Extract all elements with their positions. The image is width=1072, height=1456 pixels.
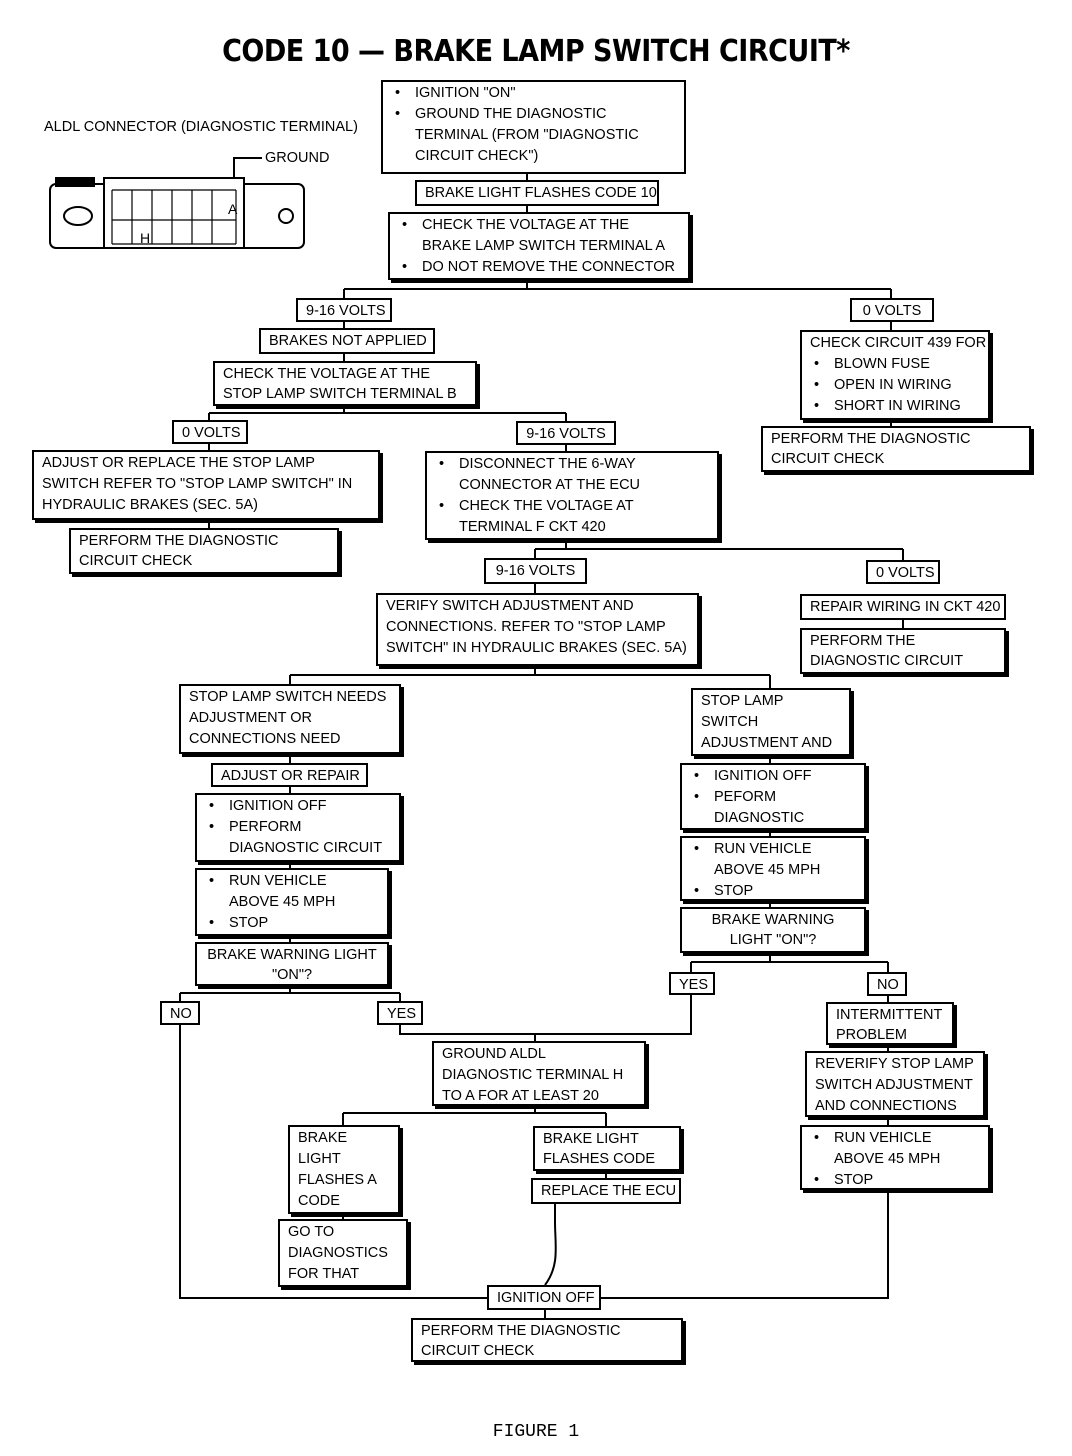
ground-label: GROUND	[265, 150, 330, 166]
brake-flashes-code-10-box: BRAKE LIGHT FLASHES CODE 10	[415, 180, 659, 206]
reverify-switch-box: REVERIFY STOP LAMP SWITCH ADJUSTMENT AND…	[805, 1051, 985, 1117]
needs-adjustment-box: STOP LAMP SWITCH NEEDS ADJUSTMENT OR CON…	[179, 684, 401, 754]
right-no-box: NO	[867, 972, 907, 996]
step-stop: STOP	[205, 913, 379, 934]
adjust-or-repair-box: ADJUST OR REPAIR	[211, 763, 368, 787]
step-run-vehicle: RUN VEHICLE ABOVE 45 MPH	[810, 1128, 980, 1170]
verify-switch-box: VERIFY SWITCH ADJUSTMENT AND CONNECTIONS…	[376, 593, 699, 666]
right-yes-box: YES	[669, 972, 715, 995]
step-stop: STOP	[690, 881, 856, 899]
right-ignition-off-box: IGNITION OFF PEFORM DIAGNOSTIC CIRCUIT C…	[680, 763, 866, 830]
replace-ecu-box: REPLACE THE ECU	[531, 1178, 681, 1204]
check-voltage-a-box: CHECK THE VOLTAGE AT THE BRAKE LAMP SWIT…	[388, 212, 690, 280]
check-439-item: SHORT IN WIRING	[810, 396, 980, 417]
disconnect-connector-box: DISCONNECT THE 6-WAY CONNECTOR AT THE EC…	[425, 451, 719, 540]
step-check-terminal-f: CHECK THE VOLTAGE AT TERMINAL F CKT 420	[435, 496, 709, 538]
terminal-h-label: H	[140, 230, 150, 246]
ground-aldl-box: GROUND ALDL DIAGNOSTIC TERMINAL H TO A F…	[432, 1041, 646, 1106]
right-run-vehicle-box: RUN VEHICLE ABOVE 45 MPH STOP	[680, 836, 866, 901]
f-9-16-volts-box: 9-16 VOLTS	[484, 558, 587, 584]
a-9-16-volts-box: 9-16 VOLTS	[296, 298, 392, 322]
step-do-not-remove: DO NOT REMOVE THE CONNECTOR	[398, 257, 680, 278]
check-439-heading: CHECK CIRCUIT 439 FOR	[810, 335, 987, 351]
right-warning-light-box: BRAKE WARNING LIGHT "ON"?	[680, 907, 866, 953]
left-warning-light-box: BRAKE WARNING LIGHT "ON"?	[195, 942, 389, 986]
perform-check-box-2: PERFORM THE DIAGNOSTIC CIRCUIT CHECK	[69, 528, 339, 574]
step-disconnect-6-way: DISCONNECT THE 6-WAY CONNECTOR AT THE EC…	[435, 454, 709, 496]
figure-caption: FIGURE 1	[492, 1422, 580, 1442]
step-perform-check: PERFORM DIAGNOSTIC CIRCUIT CHECK	[205, 817, 391, 860]
step-ignition-off: IGNITION OFF	[690, 766, 856, 787]
final-perform-check-box: PERFORM THE DIAGNOSTIC CIRCUIT CHECK	[411, 1318, 683, 1362]
adjustment-ok-box: STOP LAMP SWITCH ADJUSTMENT AND CONNECTI…	[691, 688, 851, 756]
step-perform-check: PEFORM DIAGNOSTIC CIRCUIT CHECK	[690, 787, 856, 828]
step-ignition-on: IGNITION "ON"	[391, 83, 676, 104]
step-check-terminal-a: CHECK THE VOLTAGE AT THE BRAKE LAMP SWIT…	[398, 215, 680, 257]
perform-check-box-3: PERFORM THE DIAGNOSTIC CIRCUIT CHECK	[800, 628, 1006, 674]
other-code-box: BRAKE LIGHT FLASHES A CODE OTHER THAN 10	[288, 1125, 400, 1214]
a-0-volts-box: 0 VOLTS	[850, 298, 934, 322]
reverify-run-vehicle-box: RUN VEHICLE ABOVE 45 MPH STOP	[800, 1125, 990, 1190]
step-run-vehicle: RUN VEHICLE ABOVE 45 MPH	[205, 871, 379, 913]
step-run-vehicle: RUN VEHICLE ABOVE 45 MPH	[690, 839, 856, 881]
intermittent-problem-box: INTERMITTENT PROBLEM	[826, 1002, 954, 1045]
repair-ckt-420-box: REPAIR WIRING IN CKT 420	[800, 594, 1006, 620]
perform-check-box-1: PERFORM THE DIAGNOSTIC CIRCUIT CHECK	[761, 426, 1031, 472]
step-stop: STOP	[810, 1170, 980, 1188]
left-yes-box: YES	[377, 1001, 423, 1025]
f-0-volts-box: 0 VOLTS	[866, 560, 940, 584]
goto-diagnostics-box: GO TO DIAGNOSTICS FOR THAT CODE	[278, 1219, 408, 1287]
start-box: IGNITION "ON" GROUND THE DIAGNOSTIC TERM…	[381, 80, 686, 174]
flashes-code-10-box: BRAKE LIGHT FLASHES CODE 10	[533, 1126, 681, 1171]
connector-caption: ALDL CONNECTOR (DIAGNOSTIC TERMINAL)	[44, 119, 358, 135]
b-0-volts-box: 0 VOLTS	[172, 420, 248, 444]
left-no-box: NO	[160, 1001, 200, 1025]
page-title: CODE 10 — BRAKE LAMP SWITCH CIRCUIT*	[222, 34, 850, 69]
check-439-item: OPEN IN WIRING	[810, 375, 980, 396]
b-9-16-volts-box: 9-16 VOLTS	[516, 421, 616, 445]
aldl-connector-illustration: A H	[49, 177, 305, 249]
check-439-item: BLOWN FUSE	[810, 354, 980, 375]
brakes-not-applied-box: BRAKES NOT APPLIED	[259, 328, 435, 354]
check-voltage-b-box: CHECK THE VOLTAGE AT THE STOP LAMP SWITC…	[213, 361, 477, 406]
left-run-vehicle-box: RUN VEHICLE ABOVE 45 MPH STOP	[195, 868, 389, 936]
final-ignition-off-box: IGNITION OFF	[487, 1285, 601, 1310]
step-ground-terminal: GROUND THE DIAGNOSTIC TERMINAL (FROM "DI…	[391, 104, 676, 167]
step-ignition-off: IGNITION OFF	[205, 796, 391, 817]
left-ignition-off-box: IGNITION OFF PERFORM DIAGNOSTIC CIRCUIT …	[195, 793, 401, 862]
terminal-a-label: A	[228, 201, 238, 217]
adjust-replace-switch-box: ADJUST OR REPLACE THE STOP LAMP SWITCH R…	[32, 450, 380, 520]
check-circuit-439-box: CHECK CIRCUIT 439 FOR BLOWN FUSE OPEN IN…	[800, 330, 990, 420]
